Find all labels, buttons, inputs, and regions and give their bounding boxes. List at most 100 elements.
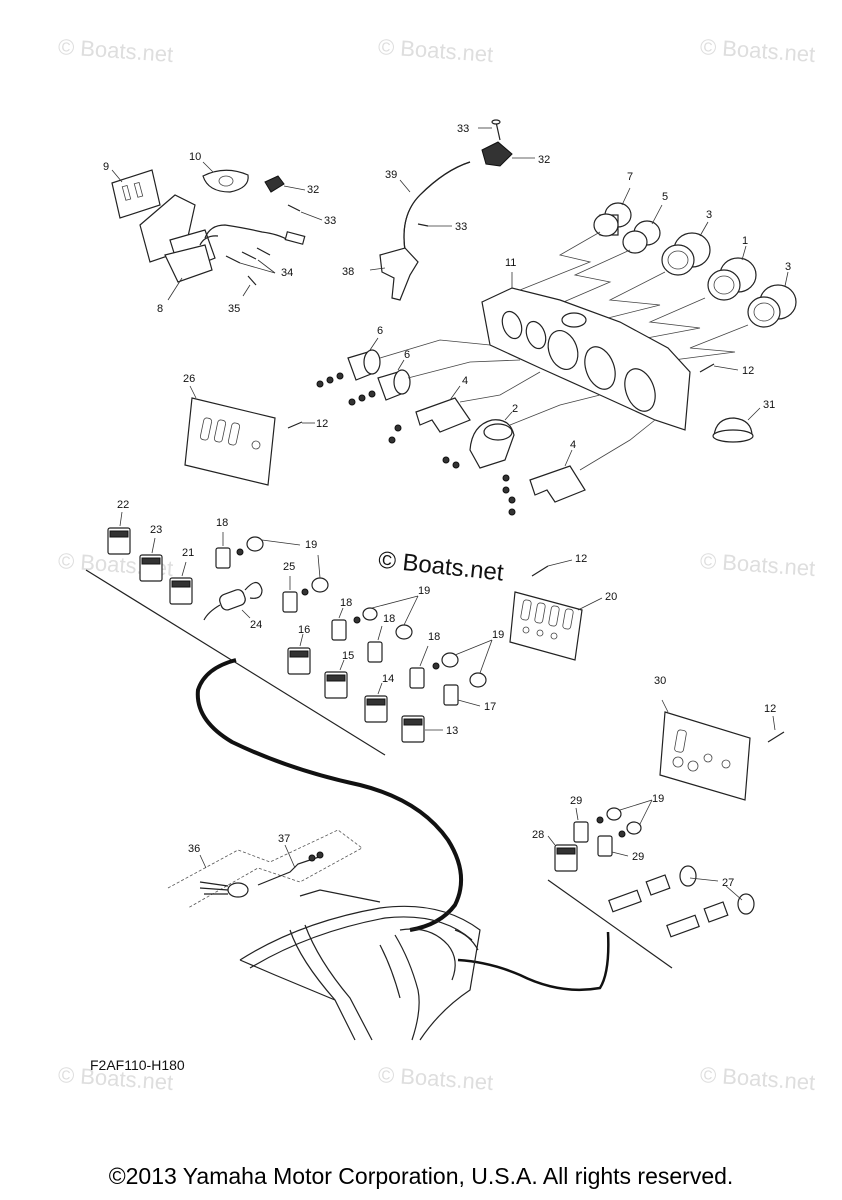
callout-4-lower: 4	[570, 439, 576, 451]
callout-17: 17	[484, 701, 496, 713]
part-20-panel	[509, 591, 583, 661]
part-18-switch-d	[409, 662, 440, 689]
part-12-screw-center	[531, 565, 549, 577]
callout-10: 10	[189, 151, 201, 163]
part-34-screws	[225, 247, 271, 264]
callout-19-d: 19	[492, 629, 504, 641]
part-35-screw	[247, 275, 257, 286]
part-1-gauge	[707, 257, 757, 301]
part-27-connector	[608, 865, 755, 938]
callout-3-upper: 3	[706, 209, 712, 221]
callout-15: 15	[342, 650, 354, 662]
callout-12-left: 12	[316, 418, 328, 430]
callout-23: 23	[150, 524, 162, 536]
part-29-switch-upper	[573, 821, 589, 843]
callout-30: 30	[654, 675, 666, 687]
callout-18-a: 18	[216, 517, 228, 529]
part-6-lamp-lower	[348, 369, 411, 406]
part-25-switch	[282, 591, 298, 613]
callout-29-lower: 29	[632, 851, 644, 863]
callout-28: 28	[532, 829, 544, 841]
part-12-screw-left	[287, 421, 303, 429]
part-13-switch	[401, 715, 425, 743]
part-19-knob-b	[301, 577, 329, 596]
callout-18-c: 18	[383, 613, 395, 625]
main-harness	[195, 658, 464, 932]
part-18-switch-a	[215, 547, 231, 569]
part-24-connector	[203, 581, 263, 621]
callout-33-top: 33	[457, 123, 469, 135]
callout-33-center: 33	[455, 221, 467, 233]
callout-6-upper: 6	[377, 325, 383, 337]
part-6-lamp-upper	[316, 349, 381, 388]
diagram-code: F2AF110-H180	[90, 1057, 185, 1073]
callout-9: 9	[103, 161, 109, 173]
part-26-panel	[184, 397, 276, 486]
part-36-37-assembly	[167, 829, 363, 909]
part-14-switch	[364, 695, 388, 723]
boat-body-outline	[239, 889, 481, 1041]
callout-13: 13	[446, 725, 458, 737]
part-3-gauge-lower	[747, 284, 797, 328]
part-3-gauge-upper	[661, 232, 711, 276]
copyright-notice: ©2013 Yamaha Motor Corporation, U.S.A. A…	[108, 1163, 734, 1189]
callout-12-center: 12	[575, 553, 587, 565]
part-31-cap	[712, 417, 754, 443]
callout-19-b: 19	[652, 793, 664, 805]
callout-11: 11	[505, 257, 516, 269]
part-33-screw-top	[491, 119, 501, 141]
part-12-screw-right	[699, 363, 715, 373]
callout-3-lower: 3	[785, 261, 791, 273]
callout-14: 14	[382, 673, 394, 685]
callout-21: 21	[182, 547, 194, 559]
callout-19-c: 19	[418, 585, 430, 597]
part-28-switch	[554, 844, 578, 872]
part-10-gasket	[202, 169, 249, 193]
callout-4-upper: 4	[462, 375, 468, 387]
callout-1: 1	[742, 235, 748, 247]
callout-20: 20	[605, 591, 617, 603]
callout-24: 24	[250, 619, 262, 631]
part-19-knob-d	[441, 652, 487, 688]
callout-33-left: 33	[324, 215, 336, 227]
part-19-knob-a	[236, 536, 264, 556]
part-38-bracket	[379, 247, 419, 301]
callout-7: 7	[627, 171, 633, 183]
part-11-instrument-panel	[481, 287, 691, 431]
part-18-switch-c	[367, 641, 383, 663]
callout-22: 22	[117, 499, 129, 511]
callout-27: 27	[722, 877, 734, 889]
part-39-cable	[403, 161, 471, 251]
part-12-screw-far-right	[767, 731, 785, 743]
callout-29-upper: 29	[570, 795, 582, 807]
harness-lower	[457, 931, 610, 992]
callout-25: 25	[283, 561, 295, 573]
part-15-switch	[324, 671, 348, 699]
part-29-switch-lower	[597, 835, 613, 857]
callout-31: 31	[763, 399, 775, 411]
callout-37: 37	[278, 833, 290, 845]
callout-16: 16	[298, 624, 310, 636]
callout-12-far-right: 12	[764, 703, 776, 715]
part-32-clip-top	[481, 141, 513, 167]
part-8-unit	[139, 194, 306, 283]
part-33-screw-center	[417, 223, 429, 227]
part-7-gauge	[593, 202, 632, 237]
callout-2: 2	[512, 403, 518, 415]
part-19-knob-c	[353, 607, 413, 640]
part-4-bracket-upper	[388, 397, 471, 444]
callout-35: 35	[228, 303, 240, 315]
part-32-clip-left	[264, 175, 285, 193]
part-33-screw-left	[287, 204, 301, 212]
callout-38: 38	[342, 266, 354, 278]
part-23-switch	[139, 554, 163, 582]
callout-5: 5	[662, 191, 668, 203]
part-2-gauge	[442, 419, 515, 469]
callout-36: 36	[188, 843, 200, 855]
part-18-switch-b	[331, 619, 347, 641]
callout-12-right: 12	[742, 365, 754, 377]
part-5-gauge	[622, 220, 661, 254]
callout-26: 26	[183, 373, 195, 385]
callout-19-a: 19	[305, 539, 317, 551]
